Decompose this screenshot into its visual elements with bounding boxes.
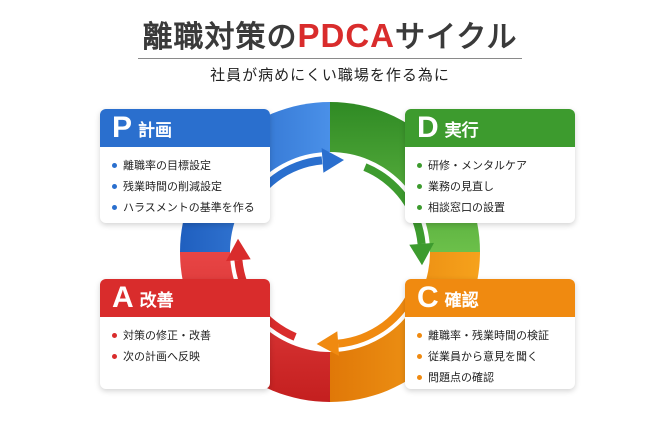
list-item: 対策の修正・改善: [112, 325, 264, 346]
page-title: 離職対策のPDCAサイクル: [0, 12, 660, 56]
title-main: 離職対策の: [142, 20, 298, 55]
list-item: 問題点の確認: [417, 367, 569, 388]
act-arrow: [234, 259, 297, 341]
do-letter: D: [417, 111, 439, 144]
check-list: 離職率・残業時間の検証 従業員から意見を聞く 問題点の確認: [405, 317, 575, 389]
list-item: ハラスメントの基準を作る: [112, 197, 264, 218]
list-item: 次の計画へ反映: [112, 346, 264, 367]
ring-background: [230, 152, 430, 352]
check-arrowhead: [316, 331, 340, 356]
list-item: 離職率・残業時間の検証: [417, 325, 569, 346]
act-card-header: A 改善: [100, 279, 270, 317]
list-item: 残業時間の削減設定: [112, 176, 264, 197]
act-title: 改善: [139, 290, 174, 311]
do-arrowhead: [409, 242, 434, 266]
subtitle: 社員が病めにくい職場を作る為に: [210, 66, 450, 84]
act-letter: A: [112, 281, 134, 314]
act-arrowhead: [226, 238, 251, 262]
plan-title: 計画: [138, 120, 173, 141]
title-divider: [138, 58, 522, 59]
plan-card: P 計画 離職率の目標設定 残業時間の削減設定 ハラスメントの基準を作る: [100, 109, 270, 223]
check-letter: C: [417, 281, 439, 314]
act-list: 対策の修正・改善 次の計画へ反映: [100, 317, 270, 373]
list-item: 相談窓口の設置: [417, 197, 569, 218]
do-card-header: D 実行: [405, 109, 575, 147]
plan-card-header: P 計画: [100, 109, 270, 147]
do-list: 研修・メンタルケア 業務の見直し 相談窓口の設置: [405, 147, 575, 223]
plan-arrowhead: [321, 148, 344, 173]
plan-list: 離職率の目標設定 残業時間の削減設定 ハラスメントの基準を作る: [100, 147, 270, 223]
check-title: 確認: [444, 290, 479, 311]
list-item: 業務の見直し: [417, 176, 569, 197]
check-card: C 確認 離職率・残業時間の検証 従業員から意見を聞く 問題点の確認: [405, 279, 575, 389]
list-item: 従業員から意見を聞く: [417, 346, 569, 367]
list-item: 研修・メンタルケア: [417, 155, 569, 176]
do-arrow: [363, 163, 426, 245]
title-accent: PDCA: [297, 17, 395, 54]
list-item: 離職率の目標設定: [112, 155, 264, 176]
do-title: 実行: [444, 120, 479, 141]
title-tail: サイクル: [395, 20, 518, 55]
do-card: D 実行 研修・メンタルケア 業務の見直し 相談窓口の設置: [405, 109, 575, 223]
check-card-header: C 確認: [405, 279, 575, 317]
act-card: A 改善 対策の修正・改善 次の計画へ反映: [100, 279, 270, 389]
plan-letter: P: [112, 111, 133, 144]
